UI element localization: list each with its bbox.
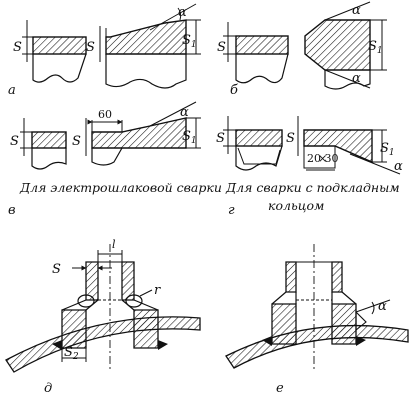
panel-v-s-label: S [10, 134, 19, 149]
panel-g-s-dimension: S [216, 116, 236, 154]
panel-b-alpha-top-label: α [352, 3, 361, 18]
panel-g-20x30-dimension: 20 30 × [306, 152, 339, 171]
panel-v-alpha-angle: α [149, 101, 197, 127]
panel-a-s-label-right: S [86, 40, 95, 55]
panel-d-shell [5, 316, 201, 373]
panel-a-label: а [8, 83, 16, 98]
panel-g-thick-plate [303, 129, 373, 169]
panel-d-nozzle [61, 261, 159, 349]
panel-g-s-label-right: S [286, 131, 295, 146]
panel-v-60-dimension: 60 [87, 108, 123, 132]
panel-a-s-dimension: S [13, 20, 33, 62]
panel-e-alpha-label: α [378, 299, 387, 314]
panel-d-s2-dimension: S2 [61, 345, 87, 362]
caption-electroslag: Для электрошлаковой сварки [19, 180, 222, 195]
panel-a-s1-dimension: S1 [182, 19, 201, 55]
panel-b-s1-label: S1 [368, 39, 383, 56]
panel-v-s-dimension-right: S [72, 118, 87, 156]
panel-d-s-label: S [52, 262, 61, 277]
panel-b-s1-dimension: S1 [368, 19, 387, 71]
panel-g-alpha-angle: α [349, 153, 403, 175]
panel-g-times-sign: × [318, 152, 327, 165]
panel-b-s-dimension: S [217, 22, 236, 62]
panel-g-s1-label: S1 [380, 141, 395, 158]
panel-v-alpha-label: α [180, 105, 189, 120]
panel-d-l-dimension: l [97, 238, 123, 262]
panel-d-welds [52, 294, 168, 350]
panel-e-shell [225, 324, 409, 369]
caption-backing-ring-line1: Для сварки с подкладным [225, 180, 400, 195]
panel-d: S l r S2 д [5, 238, 201, 396]
panel-e: α е [225, 244, 409, 396]
panel-g-s-label: S [216, 131, 225, 146]
panel-b-alpha-bottom: α [324, 69, 371, 89]
panel-e-welds [262, 310, 367, 346]
panel-a-thin-plate [32, 36, 87, 83]
panel-a-s-label: S [13, 40, 22, 55]
panel-d-s-dimension: S [52, 262, 112, 277]
panel-e-nozzle [271, 261, 357, 345]
panel-g: S S 20 30 × S1 α Для сварки с подкладным… [216, 116, 403, 218]
panel-v-thick-plate [91, 117, 187, 166]
panel-v-s-label-right: S [72, 134, 81, 149]
panel-v-s-dimension: S [10, 118, 32, 156]
panel-a-s-dimension-right: S [86, 26, 101, 62]
panel-d-label: д [44, 381, 52, 396]
panel-v-label: в [8, 203, 16, 218]
caption-backing-ring-line2: кольцом [268, 198, 324, 213]
panel-e-label: е [276, 381, 284, 396]
panel-g-thin-plate [235, 129, 283, 171]
panel-d-l-label: l [112, 238, 116, 251]
panel-d-s2-label: S2 [64, 345, 79, 362]
panel-d-r-label: r [154, 283, 161, 298]
panel-v-60-label: 60 [98, 108, 112, 121]
panel-e-alpha-angle: α [355, 299, 391, 315]
panel-g-alpha-label: α [394, 159, 403, 174]
panel-a-s1-label: S1 [182, 33, 197, 50]
panel-b-label: б [230, 83, 238, 98]
panel-v-s1-dimension: S1 [182, 117, 201, 149]
panel-b: S S1 α α б [217, 1, 387, 98]
panel-g-label: г [228, 203, 235, 218]
panel-g-s-dimension-right: S [286, 116, 299, 156]
panel-b-s-label: S [217, 40, 226, 55]
panel-v-s1-label: S1 [182, 129, 197, 146]
panel-a: S S S1 α а [8, 3, 201, 98]
panel-v-thin-plate [31, 131, 67, 170]
panel-d-r-leader: r [139, 283, 161, 298]
panel-b-thin-plate [235, 35, 289, 84]
panel-a-thick-plate [105, 19, 187, 89]
panel-a-alpha-angle: α [149, 3, 197, 31]
panel-b-alpha-bottom-label: α [352, 71, 361, 86]
panel-v: S S 60 S1 α Для электрошлаковой сварки в [8, 101, 222, 218]
panel-b-alpha-top: α [324, 1, 371, 21]
panel-a-alpha-label: α [178, 5, 187, 20]
panel-g-s1-dimension: S1 [372, 129, 395, 163]
panel-g-20x30-label: 20 30 [307, 152, 339, 165]
